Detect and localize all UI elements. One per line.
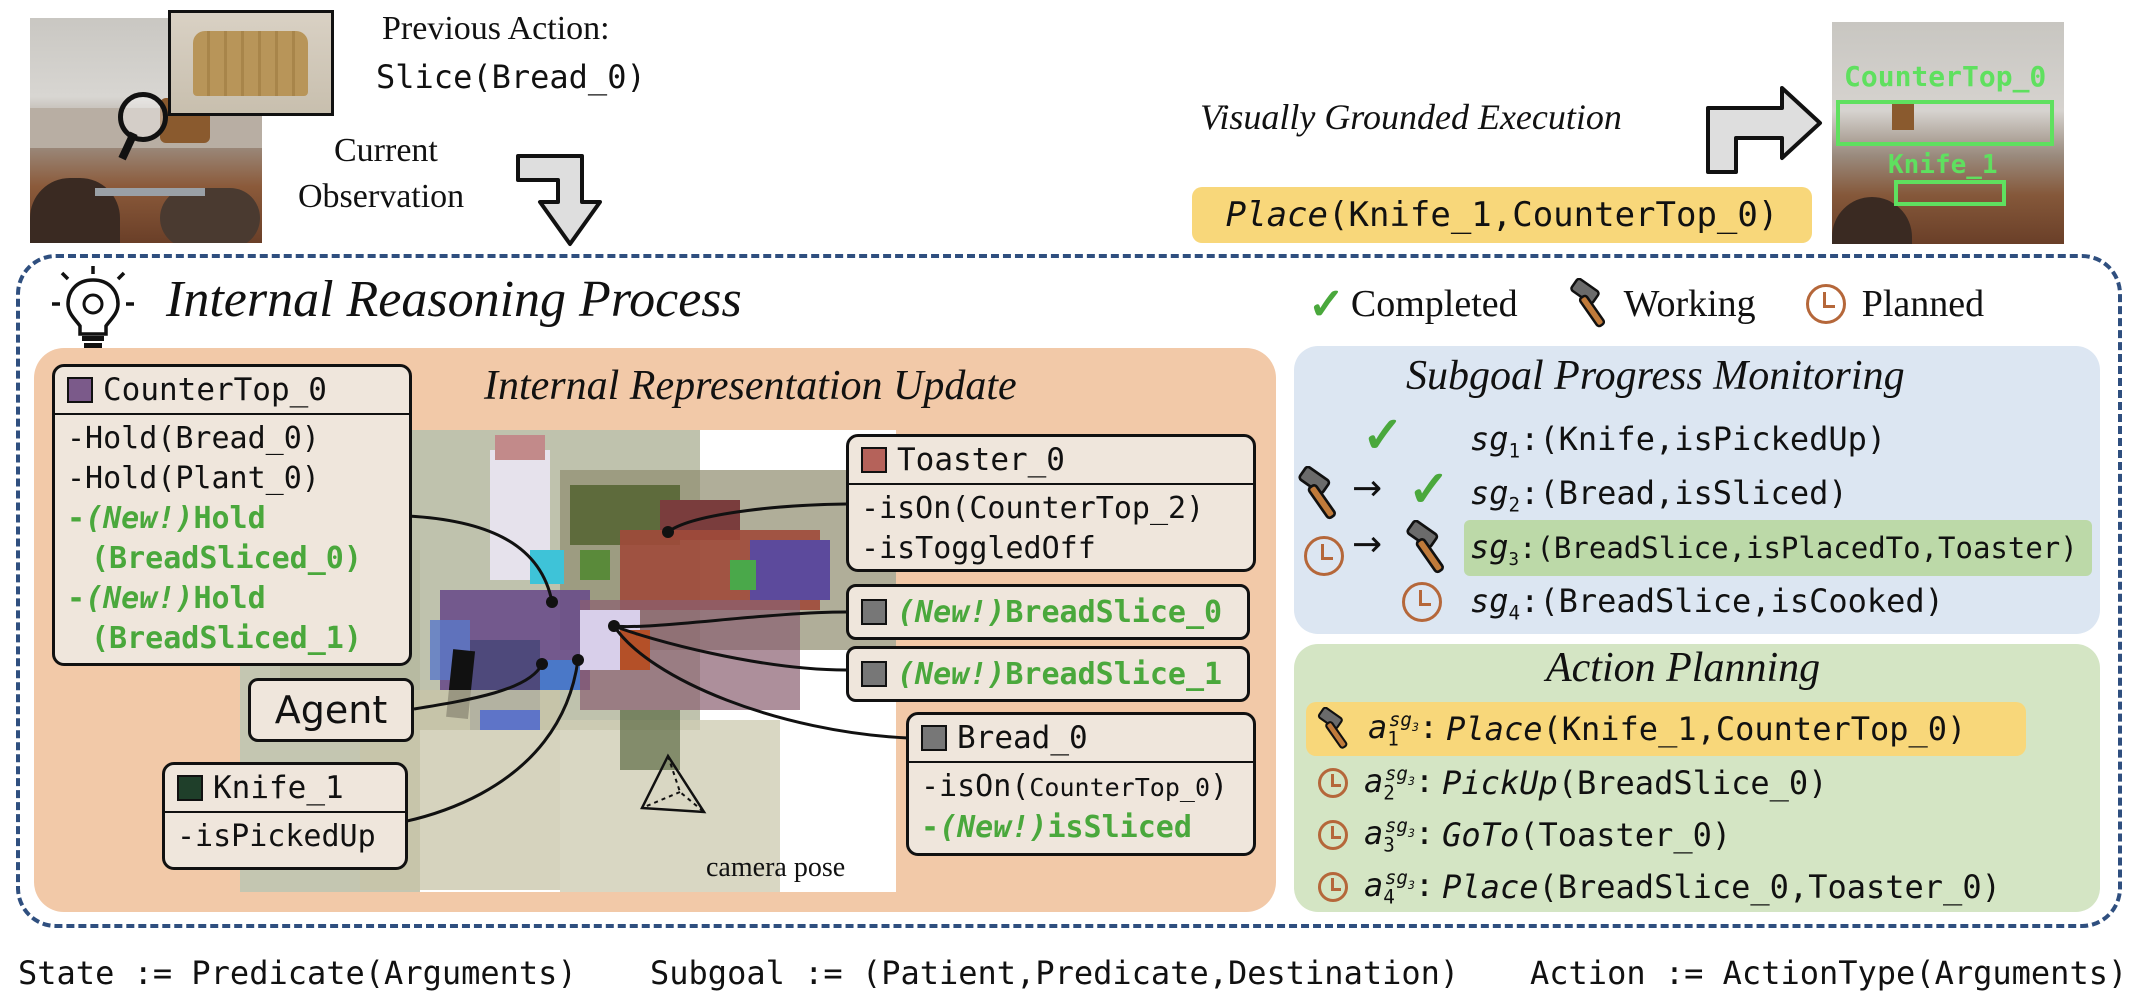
countertop-box: CounterTop_0 -Hold(Bread_0) -Hold(Plant_… <box>52 364 412 666</box>
toaster-line: -isOn(CounterTop_2) <box>861 491 1205 526</box>
representation-title: Internal Representation Update <box>484 363 1017 409</box>
countertop-line: -Hold(Bread_0) <box>67 421 320 456</box>
plan-item: a3sg3: GoTo(Toaster_0) <box>1318 808 1731 862</box>
bread-swatch <box>921 725 947 751</box>
breadslice0-tag: (New!) <box>897 594 1006 630</box>
magnifier-icon <box>118 92 168 142</box>
hammer-icon <box>1569 278 1605 328</box>
hammer-icon <box>1406 520 1444 574</box>
check-icon: ✓ <box>1362 407 1404 463</box>
subgoal-highlight <box>1464 520 2092 576</box>
plan-item: a2sg3: PickUp(BreadSlice_0) <box>1318 756 1827 810</box>
camera-pose-icon <box>640 753 707 814</box>
execution-action-type: Place <box>1225 195 1328 235</box>
clock-icon <box>1805 284 1846 324</box>
knife-box: Knife_1 -isPickedUp <box>162 762 408 870</box>
planning-title: Action Planning <box>1546 645 1821 691</box>
countertop-name: CounterTop_0 <box>103 372 327 408</box>
breadslice1-box: (New!)BreadSlice_1 <box>846 646 1250 702</box>
bread-inset-image <box>168 10 334 116</box>
knife-name: Knife_1 <box>213 770 344 806</box>
definition-action: Action := ActionType(Arguments) <box>1530 954 2128 992</box>
knife-swatch <box>177 775 203 801</box>
main-title: Internal Reasoning Process <box>166 271 742 328</box>
definition-subgoal: Subgoal := (Patient,Predicate,Destinatio… <box>650 954 1460 992</box>
bread-line: -isOn(CounterTop_0) <box>921 769 1229 804</box>
countertop-swatch <box>67 377 93 403</box>
subgoal-item: sg4:(BreadSlice,isCooked) <box>1470 582 1944 625</box>
knife-line: -isPickedUp <box>177 819 376 854</box>
toaster-name: Toaster_0 <box>897 442 1065 478</box>
legend-working: Working <box>1623 283 1756 325</box>
hammer-icon <box>1317 707 1348 749</box>
countertop-new-line: -(New!)Hold <box>67 581 266 616</box>
legend-completed: Completed <box>1350 283 1518 325</box>
breadslice0-name: BreadSlice_0 <box>1005 594 1223 630</box>
toaster-box: Toaster_0 -isOn(CounterTop_2) -isToggled… <box>846 434 1256 572</box>
countertop-line: -Hold(Plant_0) <box>67 461 320 496</box>
previous-action-value: Slice(Bread_0) <box>376 58 646 96</box>
lightbulb-icon <box>52 266 134 348</box>
breadslice1-swatch <box>861 661 887 687</box>
plan-item: a1sg3: Place(Knife_1,CounterTop_0) <box>1316 702 1966 756</box>
breadslice1-tag: (New!) <box>897 656 1006 692</box>
legend: ✓ Completed Working Planned <box>1308 278 1984 330</box>
camera-pose-label: camera pose <box>706 852 846 883</box>
check-icon: ✓ <box>1408 461 1450 517</box>
arrow-right-icon: → <box>1352 468 1383 509</box>
clock-icon <box>1318 872 1348 902</box>
bread-box: Bread_0 -isOn(CounterTop_0) -(New!)isSli… <box>906 712 1256 856</box>
definition-state: State := Predicate(Arguments) <box>18 954 577 992</box>
bread-new-line: -(New!)isSliced <box>921 810 1192 845</box>
plan-item: a4sg3: Place(BreadSlice_0,Toaster_0) <box>1318 860 2001 914</box>
result-label-countertop: CounterTop_0 <box>1844 60 2047 93</box>
agent-label-box: Agent <box>248 678 414 742</box>
legend-planned: Planned <box>1861 283 1985 325</box>
down-arrow-icon <box>516 154 602 246</box>
breadslice0-box: (New!)BreadSlice_0 <box>846 584 1250 640</box>
up-right-arrow-icon <box>1706 86 1822 174</box>
internal-reasoning-panel <box>16 254 2122 928</box>
previous-action-label: Previous Action: <box>382 10 610 47</box>
breadslice1-name: BreadSlice_1 <box>1005 656 1223 692</box>
execution-label: Visually Grounded Execution <box>1200 97 1622 137</box>
breadslice0-swatch <box>861 599 887 625</box>
subgoal-title: Subgoal Progress Monitoring <box>1406 353 1905 399</box>
toaster-line: -isToggledOff <box>861 531 1096 566</box>
planning-highlight <box>1306 702 2026 756</box>
countertop-new-line: (BreadSliced_1) <box>91 621 362 656</box>
execution-action-pill: Place(Knife_1,CounterTop_0) <box>1192 187 1812 243</box>
planning-panel <box>1294 644 2100 912</box>
subgoal-item: sg1:(Knife,isPickedUp) <box>1470 420 1887 463</box>
current-observation-line1: Current <box>334 132 438 169</box>
countertop-new-line: -(New!)Hold <box>67 501 266 536</box>
agent-label: Agent <box>274 688 388 732</box>
arrow-right-icon: → <box>1352 524 1383 565</box>
countertop-new-line: (BreadSliced_0) <box>91 541 362 576</box>
subgoal-item: sg3:(BreadSlice,isPlacedTo,Toaster) <box>1470 528 2078 570</box>
toaster-swatch <box>861 447 887 473</box>
execution-action-args: (Knife_1,CounterTop_0) <box>1328 195 1779 235</box>
clock-icon <box>1402 582 1442 622</box>
check-icon: ✓ <box>1308 279 1345 329</box>
result-label-knife: Knife_1 <box>1888 150 1998 180</box>
clock-icon <box>1304 536 1344 576</box>
current-observation-line2: Observation <box>298 178 465 215</box>
clock-icon <box>1318 768 1348 798</box>
bread-name: Bread_0 <box>957 720 1088 756</box>
subgoal-item: sg2:(Bread,isSliced) <box>1470 474 1848 517</box>
result-image: CounterTop_0 Knife_1 <box>1832 22 2064 244</box>
clock-icon <box>1318 820 1348 850</box>
hammer-icon <box>1298 466 1336 520</box>
